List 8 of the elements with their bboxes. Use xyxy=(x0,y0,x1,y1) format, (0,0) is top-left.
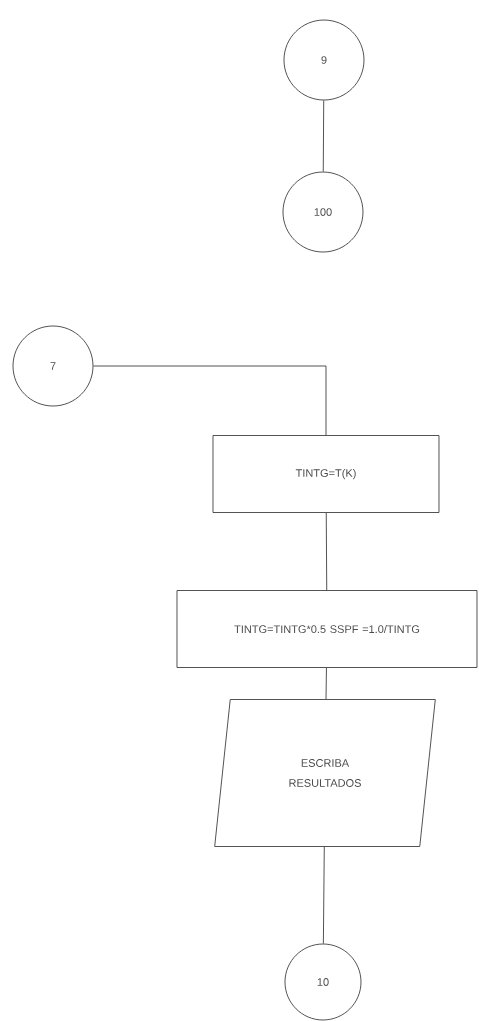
connector-line xyxy=(322,846,325,944)
input-output-parallelogram: ESCRIBA RESULTADOS xyxy=(214,699,436,847)
connector-line xyxy=(322,100,325,172)
connector-line xyxy=(93,365,327,436)
connector-line xyxy=(325,667,327,700)
connector-line xyxy=(325,512,328,591)
process-box: TINTG=TINTG*0.5 SSPF =1.0/TINTG xyxy=(176,590,478,668)
process-box: TINTG=T(K) xyxy=(212,435,440,513)
